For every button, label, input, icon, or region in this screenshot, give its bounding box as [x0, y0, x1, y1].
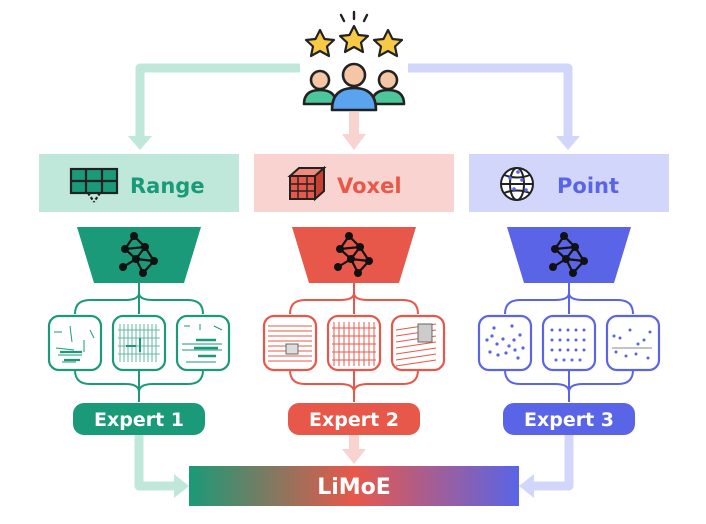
point-encoder	[507, 227, 631, 283]
limoe-bar: LiMoE	[189, 466, 519, 506]
star-icon	[338, 24, 370, 54]
rating-stars	[304, 10, 404, 58]
range-thumbnails	[47, 314, 231, 372]
point-globe-icon	[500, 167, 534, 201]
star-icon	[304, 28, 336, 58]
voxel-header: Voxel	[254, 154, 454, 212]
voxel-thumb-2	[326, 314, 382, 372]
range-grid-icon	[69, 167, 119, 203]
expert-3-pill: Expert 3	[503, 403, 635, 435]
voxel-encoder	[292, 227, 416, 283]
range-thumb-2	[111, 314, 167, 372]
voxel-cube-icon	[287, 165, 327, 202]
expert-2-pill: Expert 2	[288, 403, 420, 435]
star-icon	[372, 28, 404, 58]
point-braces	[504, 283, 634, 402]
range-header: Range	[39, 154, 239, 212]
network-icon	[549, 232, 588, 277]
people-icon	[302, 62, 406, 112]
voxel-thumbnails	[262, 314, 446, 372]
range-thumb-1	[47, 314, 103, 372]
voxel-braces	[289, 283, 419, 402]
point-thumb-1	[477, 314, 533, 372]
range-encoder	[77, 227, 201, 283]
point-label: Point	[557, 174, 619, 198]
point-thumb-3	[605, 314, 661, 372]
voxel-thumb-1	[262, 314, 318, 372]
point-thumbnails	[477, 314, 661, 372]
bottom-connectors	[134, 435, 574, 498]
expert-1-label: Expert 1	[94, 409, 184, 431]
expert-1-pill: Expert 1	[73, 403, 205, 435]
range-braces	[74, 283, 204, 402]
limoe-label: LiMoE	[317, 475, 391, 500]
network-icon	[334, 232, 373, 277]
voxel-label: Voxel	[337, 174, 402, 198]
network-icon	[119, 232, 158, 277]
point-header: Point	[469, 154, 669, 212]
expert-2-label: Expert 2	[309, 409, 399, 431]
top-connectors	[128, 63, 580, 150]
range-thumb-3	[175, 314, 231, 372]
voxel-thumb-3	[390, 314, 446, 372]
range-label: Range	[130, 174, 205, 198]
expert-3-label: Expert 3	[524, 409, 614, 431]
point-thumb-2	[541, 314, 597, 372]
